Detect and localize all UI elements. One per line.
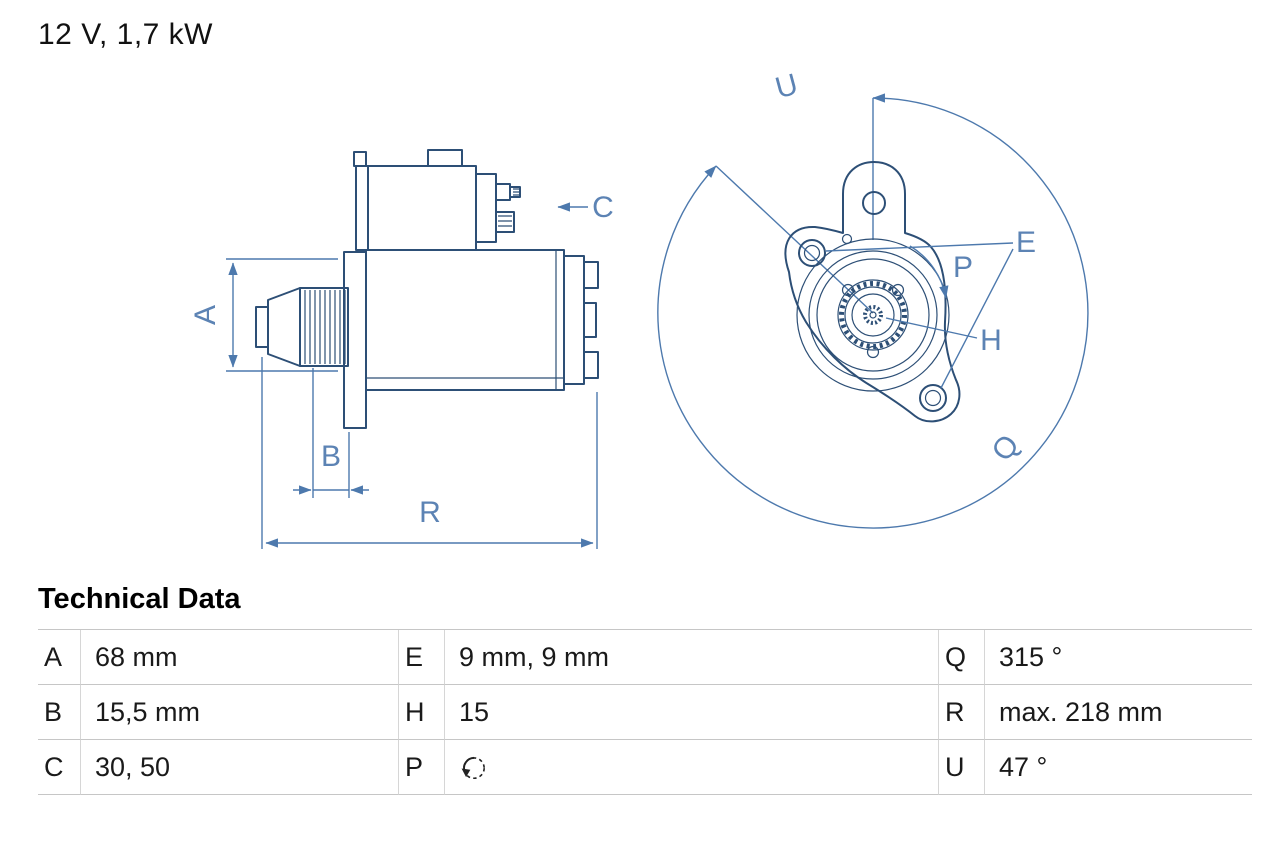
value-cell-r: max. 218 mm <box>984 685 1252 740</box>
value-cell-h: 15 <box>444 685 938 740</box>
tab-hole <box>862 191 886 215</box>
label-cell-a: A <box>38 630 80 685</box>
dim-label-a: A <box>189 305 222 325</box>
bolt-hole-lower-inner <box>924 389 942 407</box>
dim-label-e: E <box>1016 226 1036 259</box>
label-cell-c: C <box>38 740 80 795</box>
dim-A-extension <box>226 258 338 372</box>
gear-teeth-hatch <box>304 290 346 364</box>
side-view: A B R C <box>189 149 614 549</box>
gear-ring-outer <box>837 279 909 351</box>
technical-data-table: A 68 mm E 9 mm, 9 mm Q 315 ° B 15,5 mm H… <box>38 629 1252 795</box>
shaft-ring <box>851 293 895 337</box>
pinion-gear <box>299 287 349 367</box>
rotation-icon <box>461 756 485 780</box>
motor-body-detail <box>366 250 564 390</box>
value-cell-e: 9 mm, 9 mm <box>444 630 938 685</box>
label-cell-h: H <box>398 685 444 740</box>
terminals <box>495 183 521 233</box>
value-cell-p <box>444 740 938 795</box>
value-cell-u: 47 ° <box>984 740 1252 795</box>
shaft-center <box>869 311 877 319</box>
bolt-hole-upper-inner <box>803 244 821 262</box>
rotation-direction-arc <box>909 245 949 299</box>
boss-outer-circle <box>796 238 950 392</box>
dim-label-p: P <box>953 251 973 284</box>
bolt-hole-lower <box>919 384 947 412</box>
angled-reference-line <box>715 165 874 314</box>
motor-body <box>365 249 565 391</box>
label-cell-q: Q <box>938 630 984 685</box>
flange-outline <box>784 161 961 423</box>
dim-label-h: H <box>980 324 1002 357</box>
boss-ring-2 <box>816 258 930 372</box>
drive-cone <box>267 287 301 367</box>
dim-label-u: U <box>772 68 801 105</box>
pinion-tip <box>255 306 269 348</box>
value-cell-b: 15,5 mm <box>80 685 398 740</box>
boss-ring-1 <box>808 250 938 380</box>
solenoid-end-cap <box>475 173 497 243</box>
label-cell-e: E <box>398 630 444 685</box>
gear-ring-teeth <box>839 281 907 349</box>
screw-upper-right <box>891 283 905 297</box>
label-cell-p: P <box>398 740 444 795</box>
screw-upper-left <box>841 283 855 297</box>
end-lugs <box>583 261 599 379</box>
solenoid-left-cap <box>355 165 369 251</box>
dim-E-leaders <box>825 242 1014 389</box>
value-cell-q: 315 ° <box>984 630 1252 685</box>
dim-label-r: R <box>419 496 441 529</box>
technical-data-section: Technical Data A 68 mm E 9 mm, 9 mm Q 31… <box>38 583 1252 795</box>
technical-data-heading: Technical Data <box>38 583 241 615</box>
label-cell-r: R <box>938 685 984 740</box>
page-title: 12 V, 1,7 kW <box>38 18 213 51</box>
screw-bottom <box>866 345 880 359</box>
value-cell-a: 68 mm <box>80 630 398 685</box>
dim-R-extension <box>261 357 598 549</box>
dim-label-b: B <box>321 440 341 473</box>
dim-label-q: Q <box>986 429 1026 468</box>
label-cell-u: U <box>938 740 984 795</box>
angle-Q-arc <box>657 93 1089 529</box>
terminal-threads <box>498 188 520 227</box>
solenoid-body <box>367 165 477 251</box>
dim-H-leader <box>885 317 978 339</box>
bolt-hole-upper <box>798 239 826 267</box>
dim-B-extension <box>312 368 350 498</box>
front-view: U Q E P H <box>657 68 1089 529</box>
label-cell-b: B <box>38 685 80 740</box>
end-cap <box>563 255 585 385</box>
mount-flange <box>343 251 367 429</box>
solenoid-brackets <box>353 149 463 167</box>
shaft-spline <box>863 305 883 325</box>
value-cell-c: 30, 50 <box>80 740 398 795</box>
gear-ring-inner <box>844 286 902 344</box>
technical-drawing: A B R C <box>189 68 1089 549</box>
dim-label-c: C <box>592 191 614 224</box>
